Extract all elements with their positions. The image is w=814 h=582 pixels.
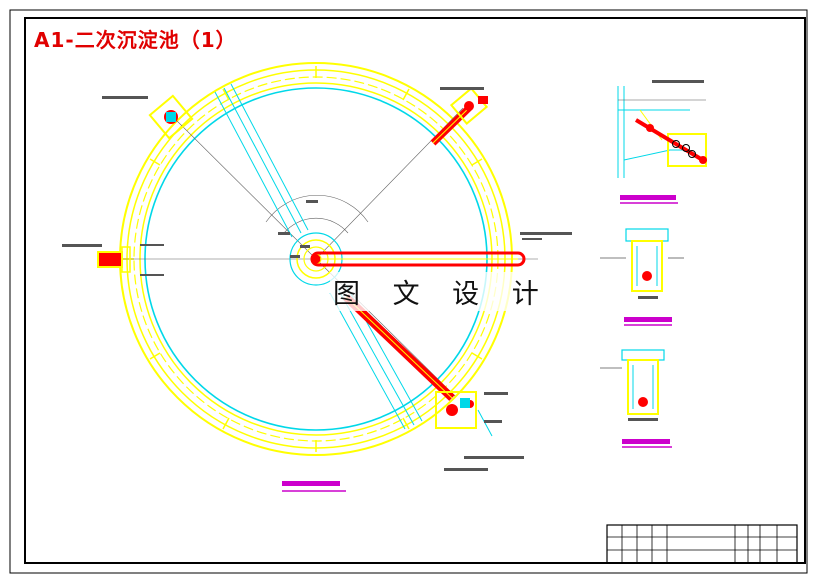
section-d-d <box>600 228 684 326</box>
section-e-e <box>600 349 672 448</box>
outer-frame <box>9 9 808 574</box>
section-c-c <box>617 80 708 204</box>
tank-plan-view <box>62 62 572 492</box>
sump-pit-se <box>435 391 493 437</box>
title-block <box>606 524 798 564</box>
sump-pit-ne <box>449 87 489 125</box>
outlet-pipe-ne <box>430 104 473 146</box>
sump-pit-w <box>97 246 131 273</box>
sump-pit-nw <box>148 94 194 140</box>
inner-frame <box>24 17 806 564</box>
outlet-pipe-se <box>343 294 455 401</box>
inlet-pipe <box>310 251 526 267</box>
watermark-text: 图 文 设 计 <box>330 272 554 311</box>
drawing-title: A1-二次沉淀池（1） <box>34 28 237 52</box>
